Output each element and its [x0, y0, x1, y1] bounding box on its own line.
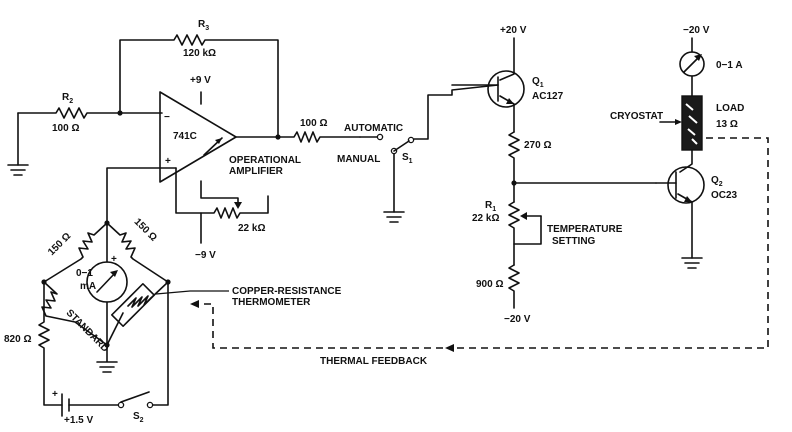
- battery-plus: +: [52, 389, 58, 400]
- offset-pot: [175, 167, 269, 244]
- r100-label: 100 Ω: [300, 118, 327, 129]
- resistor-standard: [41, 281, 108, 346]
- ground-symbol-left: [7, 112, 29, 176]
- ground-bridge: [96, 344, 118, 373]
- opamp-plus9: +9 V: [190, 75, 211, 86]
- bridge-150-left: [43, 222, 108, 283]
- thermal-feedback-path: [190, 137, 769, 352]
- load-label: LOAD: [716, 103, 744, 114]
- bridge-150-right: [106, 222, 169, 283]
- copper-thermometer: [106, 281, 169, 346]
- transistor-q2: [655, 149, 705, 269]
- bridge-150-right-label: 150 Ω: [132, 216, 159, 243]
- minus20-top: −20 V: [683, 25, 710, 36]
- s2-label: S2: [133, 411, 144, 424]
- ma-label-1: 0−1: [76, 268, 93, 279]
- plus20-label: +20 V: [500, 25, 527, 36]
- ma-plus: +: [111, 254, 117, 265]
- opamp-type: 741C: [173, 131, 197, 142]
- ammeter-label: 0−1 A: [716, 60, 743, 71]
- pot-value: 22 kΩ: [238, 223, 265, 234]
- pot-r1: [508, 201, 542, 266]
- ma-label-2: mA: [80, 281, 96, 292]
- r2-label: R2: [62, 92, 73, 105]
- r820-label: 820 Ω: [4, 334, 31, 345]
- temp-setting-2: SETTING: [552, 236, 596, 247]
- r270-label: 270 Ω: [524, 140, 551, 151]
- resistor-900: [508, 264, 520, 309]
- minus20-bottom: −20 V: [504, 314, 531, 325]
- r900-label: 900 Ω: [476, 279, 503, 290]
- q1-type: AC127: [532, 91, 564, 102]
- ammeter-0-1a: [679, 37, 705, 97]
- r2-value: 100 Ω: [52, 123, 79, 134]
- s1-label: S1: [402, 152, 413, 165]
- opamp-minus9: −9 V: [195, 250, 216, 261]
- opamp-desc-1: OPERATIONAL: [229, 155, 301, 166]
- bridge-top-wire: [106, 167, 177, 224]
- resistor-r2: [17, 107, 163, 119]
- cryostat-load: [659, 95, 703, 151]
- opamp-triangle: [159, 91, 237, 183]
- thermal-feedback-label: THERMAL FEEDBACK: [320, 356, 428, 367]
- manual-label: MANUAL: [337, 154, 380, 165]
- r3-value: 120 kΩ: [183, 48, 216, 59]
- copper-label-1: COPPER-RESISTANCE: [232, 286, 342, 297]
- q1-label: Q1: [532, 76, 544, 89]
- q2-label: Q2: [711, 175, 723, 188]
- copper-leader: [155, 290, 229, 295]
- load-value: 13 Ω: [716, 119, 738, 130]
- resistor-270: [508, 131, 520, 203]
- battery-label: +1.5 V: [64, 415, 94, 426]
- copper-label-2: THERMOMETER: [232, 297, 311, 308]
- milliammeter: [86, 222, 128, 346]
- automatic-label: AUTOMATIC: [344, 123, 403, 134]
- opamp-minus: −: [164, 112, 170, 123]
- bridge-150-left-label: 150 Ω: [46, 231, 73, 258]
- r1-label: R1: [485, 200, 496, 213]
- opamp-desc-2: AMPLIFIER: [229, 166, 284, 177]
- r3-label: R3: [198, 19, 209, 32]
- q2-type: OC23: [711, 190, 738, 201]
- standard-label: STANDARD: [64, 308, 111, 355]
- switch-s1: [359, 84, 499, 223]
- transistor-q1: [451, 37, 525, 133]
- opamp-plus: +: [165, 156, 171, 167]
- resistor-r3: [119, 34, 279, 138]
- resistor-100: [235, 131, 361, 143]
- temp-setting-1: TEMPERATURE: [547, 224, 623, 235]
- cryostat-label: CRYOSTAT: [610, 111, 663, 122]
- bridge-supply: [38, 281, 169, 417]
- r1-value: 22 kΩ: [472, 213, 499, 224]
